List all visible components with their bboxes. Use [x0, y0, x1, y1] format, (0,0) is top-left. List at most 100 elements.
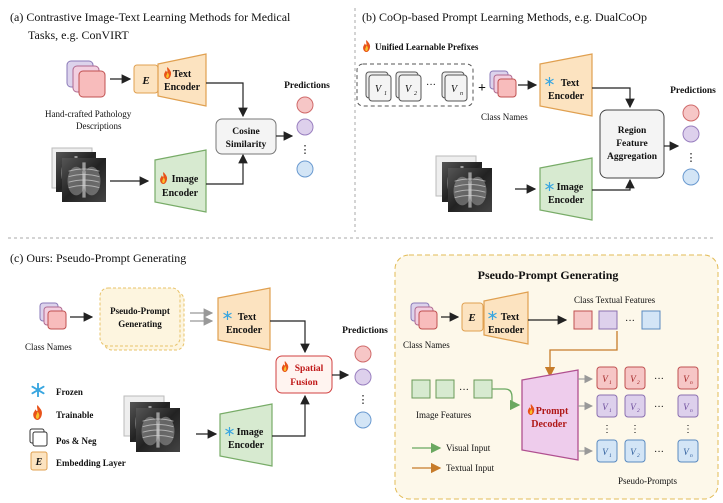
prediction-dots: ⋮ — [300, 144, 311, 156]
descriptions-label-line1: Hand-crafted Pathology — [45, 109, 132, 119]
pseudo-prompt-row-2: V 1 V 2 ··· V n — [596, 394, 699, 418]
svg-text:2: 2 — [414, 91, 417, 97]
prediction-dots: ⋮ — [358, 394, 369, 406]
prediction-circle — [354, 368, 372, 386]
textual-feature-cell — [641, 310, 661, 330]
class-names-c-label: Class Names — [25, 342, 72, 352]
predictions-a-label: Predictions — [284, 81, 330, 91]
learnable-prefixes-group — [356, 63, 474, 107]
region-feature-aggregation-box — [599, 109, 665, 179]
image-feature-cell — [411, 379, 431, 399]
svg-text:V: V — [630, 447, 637, 457]
prefix-token-v1: V 1 — [365, 71, 392, 102]
svg-text:···: ··· — [654, 447, 664, 458]
detail-text-encoder-label2: Encoder — [488, 325, 525, 336]
cosine-label1: Cosine — [232, 127, 259, 137]
region-label3: Aggregation — [607, 152, 658, 162]
text-encoder-a-label2: Encoder — [164, 82, 201, 93]
prediction-circle — [296, 160, 314, 178]
image-encoder-a-label2: Encoder — [162, 188, 199, 199]
panel-a-title-line2: Tasks, e.g. ConVIRT — [28, 28, 129, 42]
legend: Frozen Trainable Pos & Neg E Embedding L… — [29, 383, 126, 471]
svg-text:V: V — [375, 84, 383, 95]
prediction-circle — [682, 168, 700, 186]
pseudo-prompts-label: Pseudo-Prompts — [618, 476, 678, 486]
textual-feature-cell — [598, 310, 618, 330]
detail-class-names: Class Names — [403, 340, 450, 350]
svg-text:n: n — [690, 408, 693, 414]
image-encoder-b-label1: Image — [557, 182, 584, 193]
prediction-circle — [354, 345, 372, 363]
textual-input-arrow — [544, 331, 618, 378]
image-feature-cell — [473, 379, 493, 399]
svg-text:V: V — [451, 84, 459, 95]
svg-text:1: 1 — [609, 380, 612, 386]
prediction-circle — [296, 96, 314, 114]
ppg-label2: Generating — [118, 319, 162, 329]
plus-sign: + — [478, 81, 486, 96]
svg-text:1: 1 — [384, 91, 387, 97]
prediction-circle — [682, 104, 700, 122]
class-names-cards-c — [39, 302, 67, 330]
prompt-decoder-label2: Decoder — [531, 419, 567, 430]
prediction-circle — [354, 411, 372, 429]
svg-text:n: n — [460, 91, 463, 97]
legend-pos-neg: Pos & Neg — [56, 436, 97, 446]
svg-text:2: 2 — [637, 408, 640, 414]
pseudo-prompt-dots: ⋮ — [683, 424, 693, 435]
svg-text:n: n — [690, 453, 693, 459]
svg-text:V: V — [405, 84, 413, 95]
panel-a: (a) Contrastive Image-Text Learning Meth… — [10, 10, 330, 213]
embedding-icon-letter: E — [35, 457, 43, 468]
svg-text:V: V — [602, 447, 609, 457]
embedding-letter: E — [141, 75, 149, 87]
svg-text:2: 2 — [637, 380, 640, 386]
descriptions-label-line2: Descriptions — [76, 121, 122, 131]
spatial-fusion-label2: Fusion — [290, 378, 318, 388]
text-encoder-b — [539, 53, 593, 117]
svg-text:1: 1 — [609, 453, 612, 459]
prediction-circle — [682, 125, 700, 143]
pathology-description-cards — [66, 60, 106, 98]
prompt-decoder — [521, 369, 579, 461]
svg-text:V: V — [683, 402, 690, 412]
textual-feature-ellipsis: ··· — [625, 316, 635, 327]
text-encoder-c-label2: Encoder — [226, 325, 263, 336]
legend-embedding-layer: Embedding Layer — [56, 458, 126, 468]
text-encoder-c-label1: Text — [238, 312, 257, 323]
detail-embedding-letter: E — [467, 312, 475, 324]
svg-text:V: V — [683, 447, 690, 457]
pseudo-prompt-generating-box — [99, 287, 181, 347]
image-encoder-c-label2: Encoder — [228, 440, 265, 451]
svg-text:V: V — [630, 374, 637, 384]
class-names-cards-b — [489, 70, 517, 98]
image-encoder-c-label1: Image — [237, 427, 264, 438]
panel-c-title: (c) Ours: Pseudo-Prompt Generating — [10, 251, 186, 265]
class-names-cards-d — [410, 302, 438, 330]
prefix-token-vn: V n — [441, 71, 468, 102]
pseudo-prompt-row-n: V 1 V 2 ··· V n — [596, 439, 699, 463]
snowflake-icon — [31, 383, 45, 397]
xray-stack-c — [123, 395, 180, 452]
prefix-ellipsis: ··· — [426, 80, 436, 91]
predictions-c-label: Predictions — [342, 326, 388, 336]
text-encoder-c — [217, 287, 271, 351]
detail-text-encoder — [483, 291, 529, 345]
image-encoder-b-label2: Encoder — [548, 195, 585, 206]
text-encoder-b-label2: Encoder — [548, 91, 585, 102]
xray-stack-a — [51, 147, 106, 202]
predictions-b-label: Predictions — [670, 86, 716, 96]
pseudo-prompt-row-1: V 1 V 2 ··· V n — [596, 366, 699, 390]
prediction-dots: ⋮ — [686, 152, 697, 164]
ppg-label1: Pseudo-Prompt — [110, 306, 170, 316]
pos-neg-icon — [29, 428, 48, 447]
prefix-label: Unified Learnable Prefixes — [375, 42, 479, 52]
pseudo-prompt-dots: ⋮ — [630, 424, 640, 435]
visual-input-label: Visual Input — [446, 443, 491, 453]
svg-text:n: n — [690, 380, 693, 386]
panel-a-title-line1: (a) Contrastive Image-Text Learning Meth… — [10, 10, 291, 24]
panel-b: (b) CoOp-based Prompt Learning Methods, … — [356, 10, 716, 221]
text-encoder-a — [157, 53, 207, 107]
xray-stack-b — [435, 155, 492, 212]
